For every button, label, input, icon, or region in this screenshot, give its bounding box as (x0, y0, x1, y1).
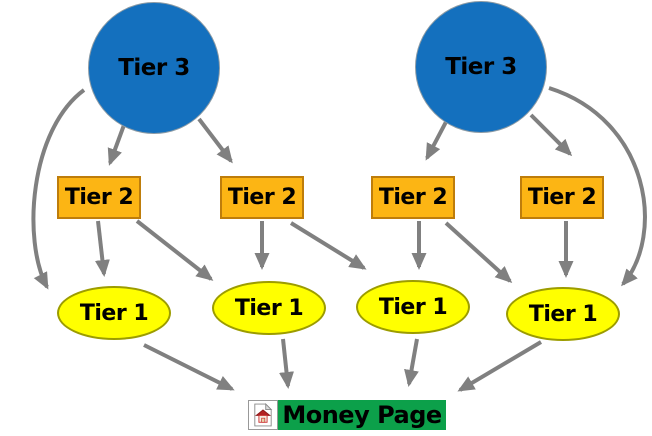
tier1-node-2: Tier 1 (212, 281, 326, 335)
edge-tier1-4-money (457, 340, 543, 392)
edge-tier1-2-money (279, 338, 294, 389)
edge-tier3-2-tier2-3 (425, 119, 449, 161)
edge-tier2-2-tier1-3 (289, 221, 367, 270)
edge-tier3-1-tier2-2 (197, 117, 233, 164)
tier2-label: Tier 2 (527, 185, 597, 210)
money-page-label: Money Page (278, 400, 446, 430)
edge-tier2-3-tier1-4 (444, 221, 513, 284)
tier2-node-3: Tier 2 (371, 176, 455, 219)
edge-tier1-1-money (143, 343, 235, 391)
tier2-label: Tier 2 (378, 185, 448, 210)
edge-tier3-2-tier1-4-curved (548, 86, 647, 287)
tier1-node-4: Tier 1 (506, 287, 620, 341)
tier1-label: Tier 1 (378, 294, 448, 320)
tier1-label: Tier 1 (79, 300, 149, 326)
tier3-node-1: Tier 3 (88, 2, 220, 134)
edge-tier2-1-tier1-1 (94, 220, 110, 277)
tier1-node-3: Tier 1 (356, 280, 470, 334)
edge-tier2-1-tier1-2 (135, 219, 214, 281)
tier2-node-2: Tier 2 (220, 176, 304, 219)
edge-tier1-3-money (404, 338, 419, 387)
tier1-label: Tier 1 (234, 295, 304, 321)
tier2-node-1: Tier 2 (57, 176, 141, 219)
tier2-node-4: Tier 2 (520, 176, 604, 219)
money-page-node: Money Page (248, 400, 446, 430)
tier3-node-2: Tier 3 (415, 1, 547, 133)
tier3-label: Tier 3 (118, 55, 190, 81)
tier1-label: Tier 1 (528, 301, 598, 327)
edge-tier3-1-tier2-1 (107, 124, 126, 166)
tier2-label: Tier 2 (227, 185, 297, 210)
tier2-label: Tier 2 (64, 185, 134, 210)
edge-tier3-1-tier1-1-curved (31, 88, 86, 290)
tier3-label: Tier 3 (445, 54, 517, 80)
home-page-document-icon (248, 400, 278, 430)
edge-tier3-2-tier2-4 (529, 113, 573, 157)
tier1-node-1: Tier 1 (57, 286, 171, 340)
